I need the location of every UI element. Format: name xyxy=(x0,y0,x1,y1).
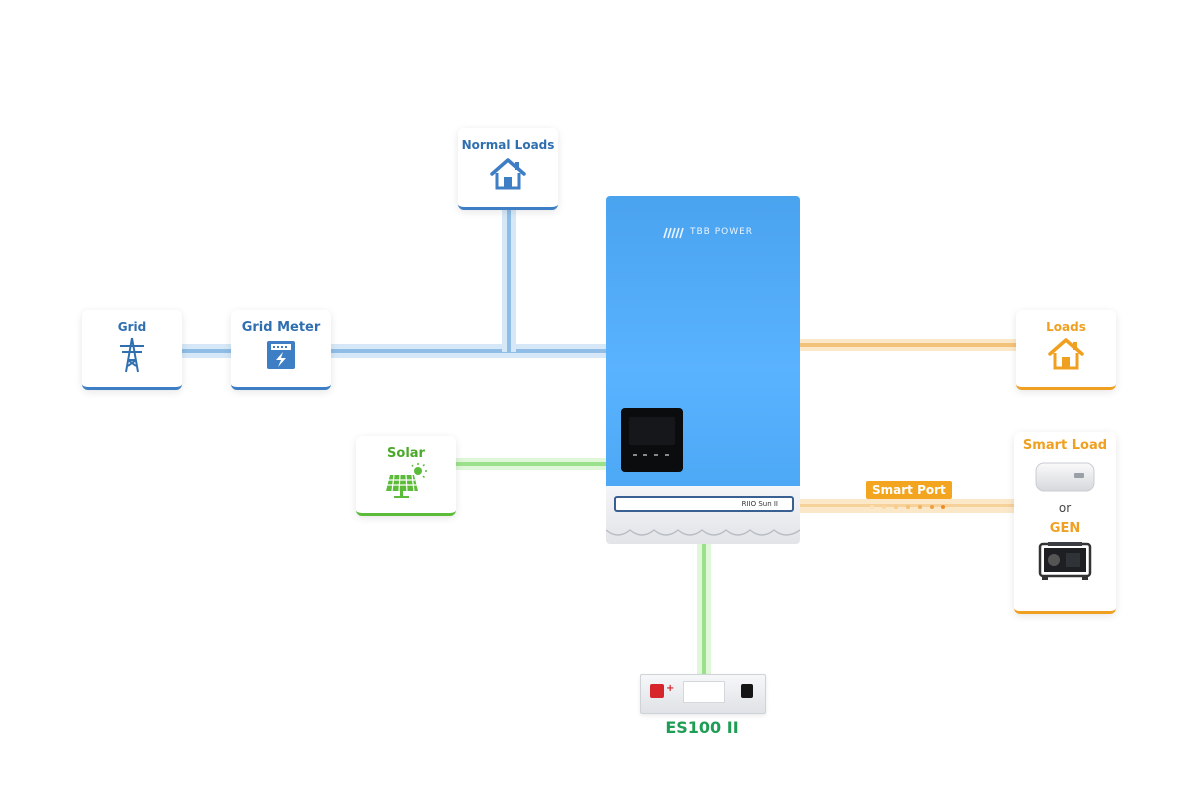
vent-fins xyxy=(606,529,800,536)
smart-port-badge: Smart Port xyxy=(866,481,952,499)
battery-line xyxy=(702,544,706,674)
grid-line xyxy=(182,349,606,353)
battery-label-plate xyxy=(683,681,725,703)
flow-dot xyxy=(941,505,945,509)
inverter-screen xyxy=(621,408,683,472)
loads-line xyxy=(800,343,1016,347)
loads-label: Loads xyxy=(1046,320,1086,334)
brand-name: TBB POWER xyxy=(690,227,754,237)
battery-label: ES100 II xyxy=(665,718,739,737)
smart-load-card[interactable]: Smart Load or GEN xyxy=(1014,432,1116,614)
inverter-body: TBB POWER xyxy=(606,196,800,486)
normal-loads-line xyxy=(507,210,511,352)
grid-card[interactable]: Grid xyxy=(82,310,182,390)
loads-card[interactable]: Loads xyxy=(1016,310,1116,390)
plus-sign: + xyxy=(666,683,675,694)
key-icon[interactable] xyxy=(665,454,669,456)
generator-icon xyxy=(1038,542,1092,580)
grid-meter-label: Grid Meter xyxy=(241,320,321,335)
model-name: RIIO Sun II xyxy=(741,500,778,508)
display-panel xyxy=(629,417,675,445)
model-strip: RIIO Sun II xyxy=(614,496,794,512)
battery-unit: + xyxy=(640,674,766,714)
grid-label: Grid xyxy=(117,320,147,334)
flow-dot xyxy=(930,505,934,509)
gen-label: GEN xyxy=(1049,521,1081,536)
solar-panel-icon xyxy=(386,463,427,498)
flow-dot xyxy=(918,505,922,509)
power-tower-icon xyxy=(120,337,144,373)
flow-dot xyxy=(870,505,874,509)
key-icon[interactable] xyxy=(654,454,658,456)
normal-loads-card[interactable]: Normal Loads xyxy=(458,128,558,210)
house-icon xyxy=(1048,338,1084,370)
flow-dot xyxy=(906,505,910,509)
smart-load-label: Smart Load xyxy=(1022,438,1108,453)
negative-terminal xyxy=(741,684,753,698)
house-icon xyxy=(490,158,526,190)
water-heater-icon xyxy=(1035,462,1095,492)
flow-dot xyxy=(882,505,886,509)
flow-dot xyxy=(894,505,898,509)
normal-loads-label: Normal Loads xyxy=(461,138,555,152)
solar-line xyxy=(456,462,606,466)
solar-label: Solar xyxy=(387,446,425,461)
solar-card[interactable]: Solar xyxy=(356,436,456,516)
or-text: or xyxy=(1058,501,1072,515)
grid-meter-card[interactable]: Grid Meter xyxy=(231,310,331,390)
positive-terminal xyxy=(650,684,664,698)
meter-icon xyxy=(267,341,295,369)
key-icon[interactable] xyxy=(643,454,647,456)
inverter-bottom: RIIO Sun II xyxy=(606,486,800,544)
brand-logo-icon xyxy=(663,227,684,239)
key-icon[interactable] xyxy=(633,454,637,456)
